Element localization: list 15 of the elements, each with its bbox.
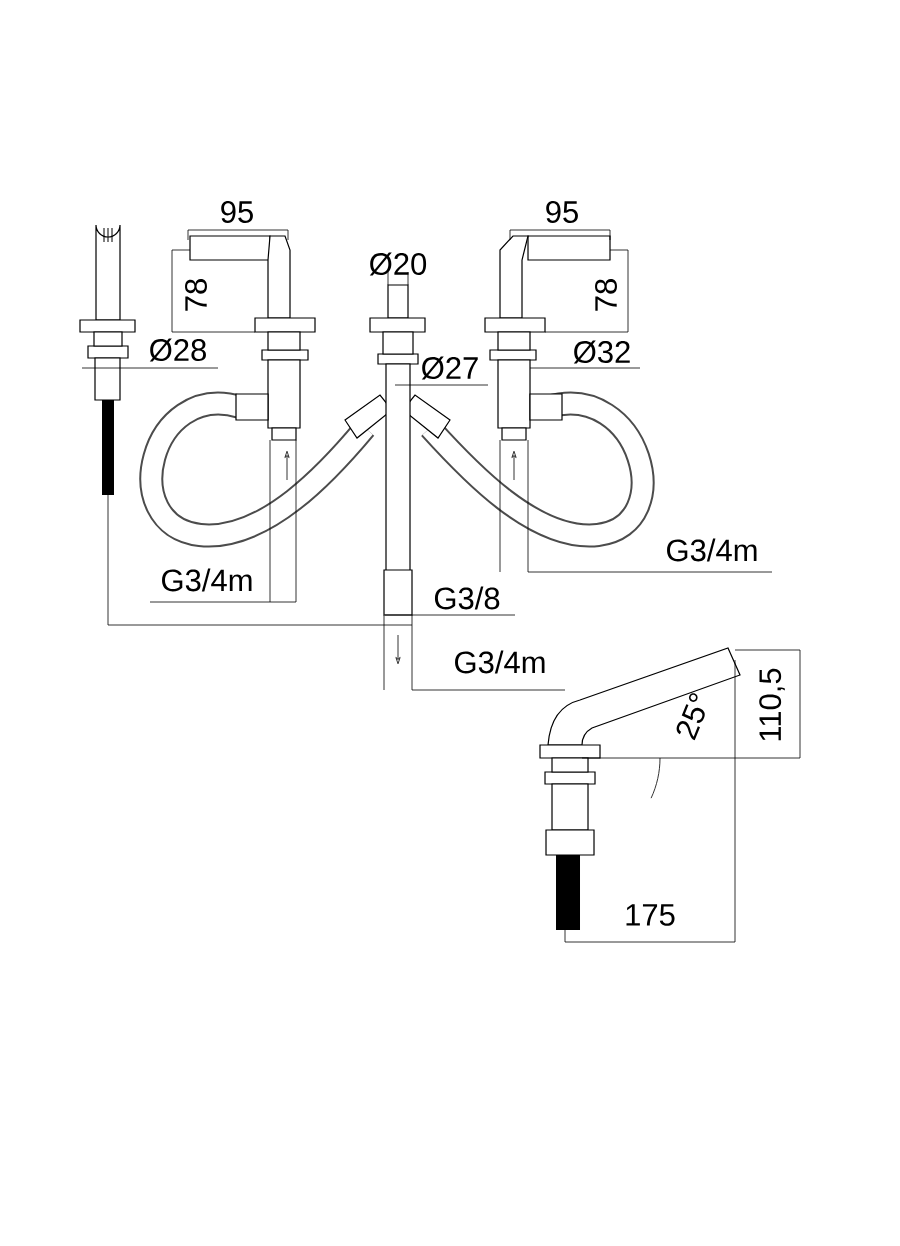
dimension-label: Ø32 (573, 340, 630, 364)
dimension-label: 95 (221, 201, 253, 223)
dimension-label: Ø27 (421, 356, 478, 380)
dimension-label: 78 (595, 279, 617, 311)
dimension-label: G3/8 (434, 586, 500, 610)
dimension-label: 110,5 (759, 668, 785, 741)
dimension-label: G3/4m (162, 568, 252, 592)
dimension-label: 78 (185, 279, 207, 311)
dimension-label: 25° (676, 693, 705, 741)
dimension-label: 175 (626, 904, 675, 926)
dimension-label: Ø28 (149, 338, 206, 362)
dimension-label: G3/4m (667, 538, 757, 562)
dimension-label: Ø20 (369, 252, 427, 276)
dimension-label: 95 (546, 201, 578, 223)
dimension-label: G3/4m (455, 650, 545, 674)
